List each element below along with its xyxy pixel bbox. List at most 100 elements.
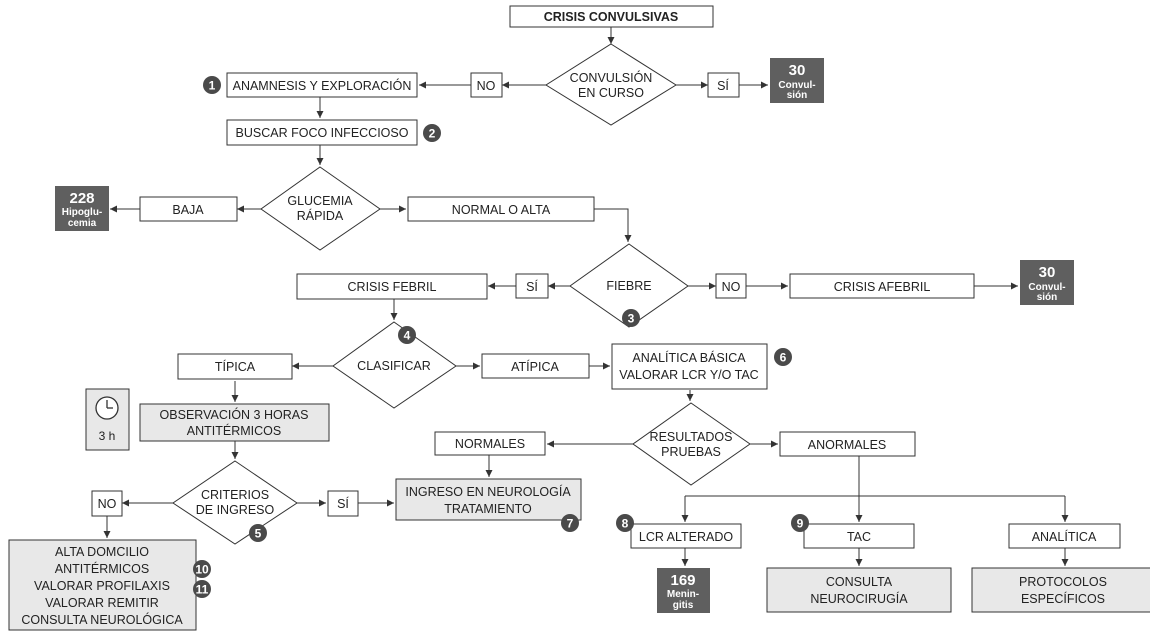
step-badge-9: 9 bbox=[791, 514, 809, 532]
box-label-line: CONSULTA bbox=[826, 575, 893, 589]
box-observacion: OBSERVACIÓN 3 HORAS ANTITÉRMICOS bbox=[139, 403, 330, 442]
box-label: BAJA bbox=[172, 203, 204, 217]
answer-si-box: SÍ bbox=[327, 490, 359, 517]
box-label-line: ANALÍTICA BÁSICA bbox=[632, 350, 746, 365]
decision-clasificar: CLASIFICAR bbox=[332, 321, 457, 409]
box-anormales: ANORMALES bbox=[779, 431, 916, 457]
connectors bbox=[103, 27, 1069, 566]
box-lcr-alterado: LCR ALTERADO bbox=[630, 523, 742, 549]
box-label: CRISIS AFEBRIL bbox=[834, 280, 931, 294]
decision-glucemia: GLUCEMIA RÁPIDA bbox=[260, 166, 381, 251]
clock-box: 3 h bbox=[85, 388, 130, 451]
step-badge-6: 6 bbox=[774, 348, 792, 366]
decision-label: FIEBRE bbox=[606, 279, 651, 293]
box-alta-domicilio: ALTA DOMCILIO ANTITÉRMICOS VALORAR PROFI… bbox=[8, 539, 197, 631]
reference-text: gitis bbox=[673, 600, 694, 611]
reference-text: Hipoglu- bbox=[62, 207, 103, 218]
clock-label: 3 h bbox=[99, 429, 116, 443]
box-crisis-afebril: CRISIS AFEBRIL bbox=[789, 273, 975, 299]
clock-icon bbox=[95, 396, 119, 420]
box-crisis-febril: CRISIS FEBRIL bbox=[296, 273, 488, 300]
decision-label-line: CRITERIOS bbox=[201, 488, 269, 502]
box-label-line: INGRESO EN NEUROLOGÍA bbox=[405, 484, 571, 499]
decision-resultados: RESULTADOS PRUEBAS bbox=[632, 402, 751, 486]
box-label-line: PROTOCOLOS bbox=[1019, 575, 1107, 589]
reference-text: sión bbox=[787, 90, 808, 101]
step-badge-3: 3 bbox=[622, 309, 640, 327]
step-number: 2 bbox=[429, 127, 436, 141]
decision-criterios: CRITERIOS DE INGRESO bbox=[172, 460, 298, 545]
reference-box-hipoglucemia: 228 Hipoglu- cemia bbox=[55, 186, 109, 231]
reference-box-convulsion: 30 Convul- sión bbox=[1020, 260, 1074, 305]
box-label-line: ALTA DOMCILIO bbox=[55, 545, 149, 559]
box-label: BUSCAR FOCO INFECCIOSO bbox=[236, 126, 409, 140]
decision-label-line: GLUCEMIA bbox=[287, 194, 353, 208]
box-label-line: CONSULTA NEUROLÓGICA bbox=[21, 612, 183, 627]
box-tac: TAC bbox=[803, 523, 915, 549]
box-label: NORMAL O ALTA bbox=[452, 203, 551, 217]
answer-no-box: NO bbox=[715, 273, 747, 299]
reference-number: 169 bbox=[670, 572, 695, 589]
title-box: CRISIS CONVULSIVAS bbox=[509, 5, 714, 28]
box-label: ATÍPICA bbox=[511, 359, 559, 374]
box-label: ANORMALES bbox=[808, 438, 887, 452]
box-label: LCR ALTERADO bbox=[639, 530, 734, 544]
box-label-line: VALORAR REMITIR bbox=[45, 596, 159, 610]
box-ingreso: INGRESO EN NEUROLOGÍA TRATAMIENTO bbox=[395, 478, 582, 521]
answer-label: NO bbox=[477, 79, 496, 93]
decision-label: CLASIFICAR bbox=[357, 359, 431, 373]
reference-text: sión bbox=[1037, 292, 1058, 303]
step-badge-5: 5 bbox=[249, 524, 267, 542]
answer-no-box: NO bbox=[91, 490, 123, 517]
box-label-line: VALORAR LCR Y/O TAC bbox=[619, 368, 758, 382]
step-number: 7 bbox=[567, 517, 574, 531]
box-consulta-neurocirugia: CONSULTA NEUROCIRUGÍA bbox=[766, 567, 952, 613]
box-label-line: ESPECÍFICOS bbox=[1021, 591, 1105, 606]
decision-label-line: DE INGRESO bbox=[196, 503, 275, 517]
answer-label: NO bbox=[98, 497, 117, 511]
answer-si-box: SÍ bbox=[515, 273, 549, 299]
step-number: 3 bbox=[628, 312, 635, 326]
reference-number: 30 bbox=[789, 62, 806, 79]
box-label: ANALÍTICA bbox=[1032, 529, 1097, 544]
answer-label: NO bbox=[722, 280, 741, 294]
reference-box-meningitis: 169 Menin- gitis bbox=[657, 568, 710, 613]
reference-text: cemia bbox=[68, 218, 97, 229]
box-label-line: OBSERVACIÓN 3 HORAS bbox=[160, 407, 309, 422]
decision-label-line: RÁPIDA bbox=[297, 208, 344, 223]
box-protocolos: PROTOCOLOS ESPECÍFICOS bbox=[971, 567, 1150, 613]
reference-number: 30 bbox=[1039, 264, 1056, 281]
step-number: 8 bbox=[622, 517, 629, 531]
box-label-line: ANTITÉRMICOS bbox=[187, 423, 281, 438]
box-label: CRISIS FEBRIL bbox=[348, 280, 437, 294]
reference-text: Menin- bbox=[667, 589, 699, 600]
box-label-line: ANTITÉRMICOS bbox=[55, 561, 149, 576]
answer-label: SÍ bbox=[337, 496, 349, 511]
step-badge-7: 7 bbox=[561, 514, 579, 532]
decision-label-line: EN CURSO bbox=[578, 86, 644, 100]
step-number: 6 bbox=[780, 351, 787, 365]
decision-convulsion-en-curso: CONVULSIÓN EN CURSO bbox=[545, 43, 677, 126]
step-number: 9 bbox=[797, 517, 804, 531]
step-badge-4: 4 bbox=[398, 326, 416, 344]
step-badge-11: 11 bbox=[193, 580, 211, 598]
box-baja: BAJA bbox=[139, 196, 238, 222]
box-label-line: NEUROCIRUGÍA bbox=[810, 591, 908, 606]
reference-text: Convul- bbox=[1028, 282, 1065, 293]
box-atipica: ATÍPICA bbox=[481, 353, 590, 379]
box-label: ANAMNESIS Y EXPLORACIÓN bbox=[233, 78, 412, 93]
box-normales: NORMALES bbox=[434, 431, 546, 456]
decision-label-line: CONVULSIÓN bbox=[570, 70, 653, 85]
box-tipica: TÍPICA bbox=[177, 353, 293, 380]
step-badge-2: 2 bbox=[423, 124, 441, 142]
answer-label: SÍ bbox=[717, 78, 729, 93]
step-number: 5 bbox=[255, 527, 262, 541]
reference-number: 228 bbox=[69, 190, 94, 207]
decision-label-line: RESULTADOS bbox=[650, 430, 733, 444]
box-label-line: VALORAR PROFILAXIS bbox=[34, 579, 170, 593]
decision-label-line: PRUEBAS bbox=[661, 445, 721, 459]
step-badge-10: 10 bbox=[193, 560, 211, 578]
box-label: TAC bbox=[847, 530, 871, 544]
answer-label: SÍ bbox=[526, 279, 538, 294]
